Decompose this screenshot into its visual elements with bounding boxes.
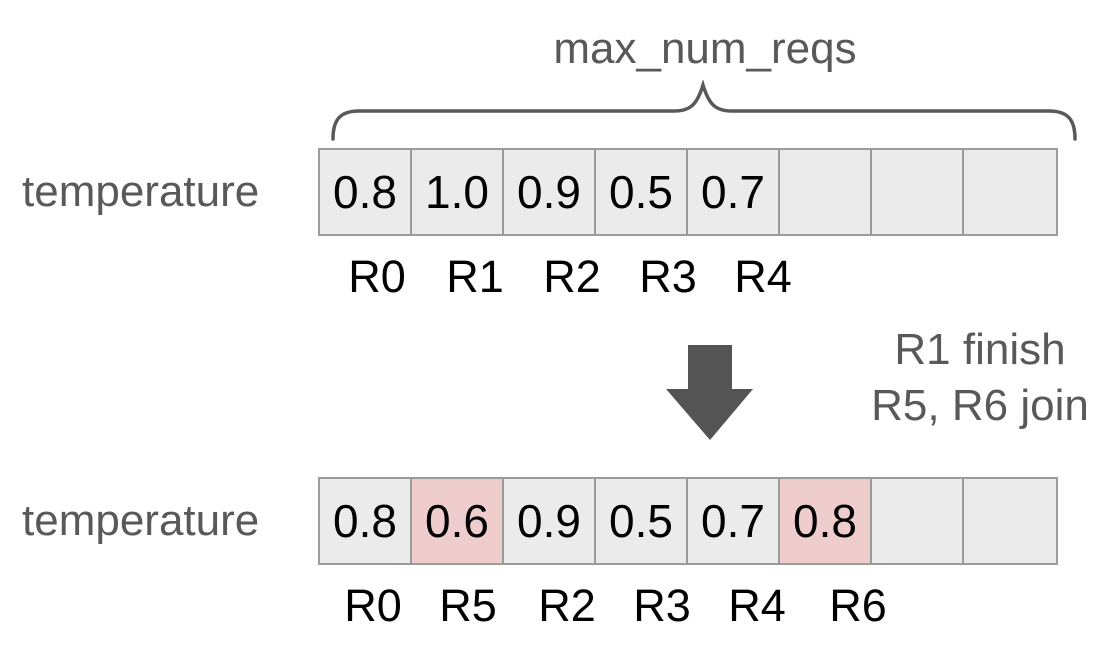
temp-cell [780, 150, 872, 234]
transition-annotation: R1 finish R5, R6 join [845, 322, 1110, 434]
temp-cell: 0.9 [504, 479, 596, 563]
temp-cell: 0.7 [688, 479, 780, 563]
temp-cell: 0.6 [412, 479, 504, 563]
temperature-label-before: temperature [22, 167, 260, 216]
temp-cell [964, 479, 1056, 563]
request-label: R4 [734, 251, 792, 302]
transition-line-1: R1 finish [894, 325, 1066, 374]
temp-cell [964, 150, 1056, 234]
temp-cell: 0.8 [780, 479, 872, 563]
transition-line-2: R5, R6 join [871, 381, 1089, 430]
temp-cell: 0.7 [688, 150, 780, 234]
curly-brace-icon [331, 80, 1077, 141]
temp-cell: 1.0 [412, 150, 504, 234]
request-label: R2 [538, 580, 596, 631]
temp-cell: 0.5 [596, 479, 688, 563]
temp-cell: 0.8 [320, 150, 412, 234]
temperature-array-before: 0.8 1.0 0.9 0.5 0.7 [318, 148, 1058, 236]
request-label: R4 [728, 580, 786, 631]
request-label: R3 [633, 580, 691, 631]
temp-cell: 0.8 [320, 479, 412, 563]
request-label: R2 [543, 251, 601, 302]
request-label: R0 [344, 580, 402, 631]
temperature-array-after: 0.8 0.6 0.9 0.5 0.7 0.8 [318, 477, 1058, 565]
temp-cell [872, 479, 964, 563]
request-label: R5 [439, 580, 497, 631]
request-label: R6 [829, 580, 887, 631]
temp-cell: 0.5 [596, 150, 688, 234]
down-arrow-icon [666, 345, 753, 440]
request-label: R3 [639, 251, 697, 302]
temp-cell [872, 150, 964, 234]
temperature-label-after: temperature [22, 496, 260, 545]
request-label: R0 [348, 251, 406, 302]
max-num-reqs-label: max_num_reqs [553, 24, 857, 73]
request-label: R1 [446, 251, 504, 302]
temp-cell: 0.9 [504, 150, 596, 234]
